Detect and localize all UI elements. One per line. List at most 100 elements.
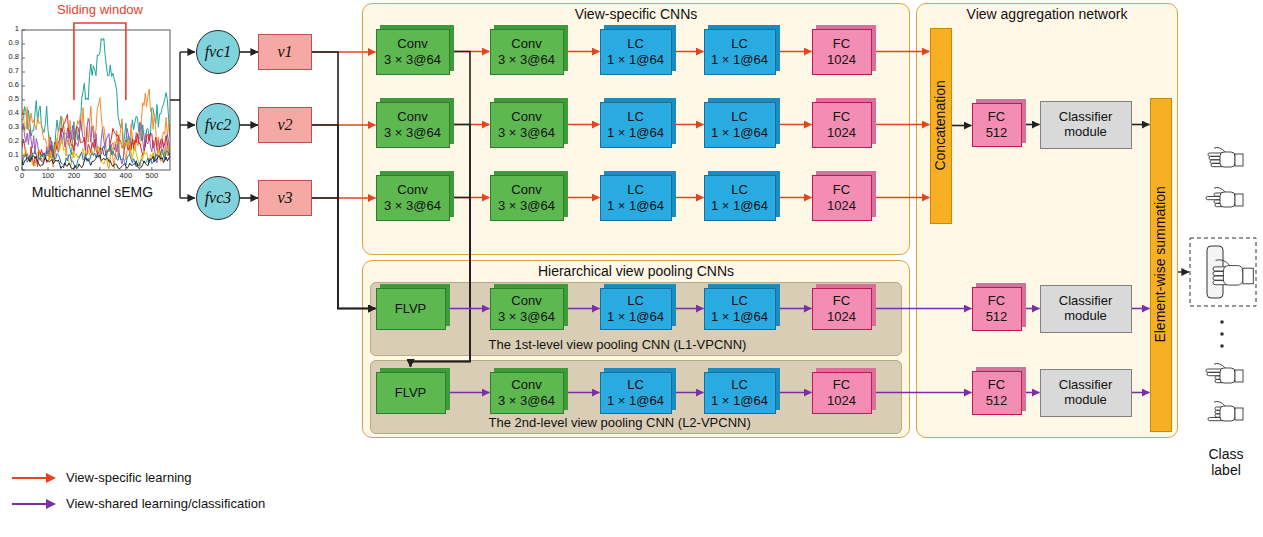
node-text: 1 × 1@64 xyxy=(711,125,768,141)
fc-layer-box: FC512 xyxy=(972,103,1022,147)
node-text: FC xyxy=(833,109,850,125)
conv-layer-box: Conv3 × 3@64 xyxy=(376,29,450,75)
connector-arrow xyxy=(411,198,471,367)
node-text: Conv xyxy=(511,377,541,393)
figure-label: Class label xyxy=(1196,446,1256,478)
lc-layer-box: LC1 × 1@64 xyxy=(600,175,672,221)
classifier-box: Classifier module xyxy=(1040,369,1132,417)
lc-layer-box: LC1 × 1@64 xyxy=(704,175,776,221)
lc-layer-box: LC1 × 1@64 xyxy=(600,29,672,75)
node-text: Conv xyxy=(511,36,541,52)
node-text: 1 × 1@64 xyxy=(711,52,768,68)
node-text: Conv xyxy=(511,293,541,309)
node-text: 3 × 3@64 xyxy=(498,393,555,409)
connector-arrow xyxy=(312,125,376,309)
node-text: fvc3 xyxy=(205,189,232,207)
node-text: 512 xyxy=(986,309,1008,325)
axis-tick xyxy=(151,167,152,170)
connector-arrow xyxy=(776,124,812,126)
pooling-band: FLVPConv3 × 3@64LC1 × 1@64LC1 × 1@64FC10… xyxy=(370,282,902,356)
hand-thumb xyxy=(1214,188,1225,193)
connector-arrow xyxy=(872,124,930,126)
node-text: 3 × 3@64 xyxy=(384,198,441,214)
axis-tick xyxy=(22,167,23,170)
axis-tick-label: 0.5 xyxy=(2,95,19,104)
branch-arrow xyxy=(180,51,195,52)
node-text: 3 × 3@64 xyxy=(384,52,441,68)
node-text: fvc2 xyxy=(205,116,232,134)
emg-trace xyxy=(22,155,170,169)
axis-tick xyxy=(22,30,25,31)
connector-arrow xyxy=(1022,392,1040,394)
node-text: 1 × 1@64 xyxy=(607,393,664,409)
hand-cuff xyxy=(1235,154,1243,166)
connector-arrow xyxy=(564,197,600,199)
conv-layer-box: Conv3 × 3@64 xyxy=(490,372,564,414)
node-text: FC xyxy=(833,377,850,393)
connector-arrow xyxy=(564,124,600,126)
connector-arrow xyxy=(672,51,704,53)
node-text: 3 × 3@64 xyxy=(498,198,555,214)
ellipsis-dot xyxy=(1220,320,1224,324)
connector-arrow xyxy=(1022,308,1040,310)
emg-trace xyxy=(22,89,170,169)
node-text: FC xyxy=(833,182,850,198)
axis-tick-label: 0.1 xyxy=(2,151,19,160)
hand-thumb xyxy=(1216,260,1230,266)
fc-layer-box: FC1024 xyxy=(812,102,872,148)
axis-tick-label: 500 xyxy=(140,172,164,181)
ellipsis-dot xyxy=(1220,332,1224,336)
hand-thumb xyxy=(1214,402,1225,407)
conv-layer-box: Conv3 × 3@64 xyxy=(490,102,564,148)
node-text: 1 × 1@64 xyxy=(711,393,768,409)
aggregation-bar: Concatenation xyxy=(930,28,952,224)
node-text: Conv xyxy=(397,36,427,52)
node-text: 1024 xyxy=(827,393,856,409)
node-text: FC xyxy=(988,293,1005,309)
axis-tick-label: 0 xyxy=(10,172,34,181)
axis-tick-label: 0 xyxy=(2,165,19,174)
hand-palm xyxy=(1220,192,1235,207)
axis-tick-label: 0.8 xyxy=(2,53,19,62)
axis-tick xyxy=(47,167,48,170)
connector-arrow xyxy=(672,197,704,199)
node-text: Concatenation xyxy=(932,80,949,170)
emg-plot xyxy=(22,23,170,170)
classifier-box: Classifier module xyxy=(1040,285,1132,333)
axis-tick-label: 0.6 xyxy=(2,81,19,90)
legend-sample-head xyxy=(46,499,56,509)
node-text: 1 × 1@64 xyxy=(607,309,664,325)
connector-arrow xyxy=(564,308,600,310)
connector-arrow xyxy=(312,198,376,309)
axis-tick xyxy=(22,156,25,157)
connector-arrow xyxy=(672,308,704,310)
fc-layer-box: FC512 xyxy=(972,371,1022,415)
fc-layer-box: FC1024 xyxy=(812,372,872,414)
node-text: Conv xyxy=(397,182,427,198)
node-text: LC xyxy=(731,293,748,309)
node-text: 1 × 1@64 xyxy=(711,198,768,214)
node-text: View aggregation network xyxy=(917,6,1177,23)
conv-layer-box: Conv3 × 3@64 xyxy=(490,288,564,330)
plot-frame xyxy=(22,30,170,170)
sliding-window-bracket xyxy=(74,23,126,100)
connector-arrow xyxy=(1132,392,1150,394)
node-text: LC xyxy=(731,36,748,52)
lc-layer-box: LC1 × 1@64 xyxy=(600,372,672,414)
lc-layer-box: LC1 × 1@64 xyxy=(704,102,776,148)
hand-cuff xyxy=(1235,194,1243,206)
legend-sample-line xyxy=(12,503,48,505)
connector-arrow xyxy=(411,52,471,367)
node-text: fvc1 xyxy=(205,43,232,61)
axis-tick xyxy=(99,167,100,170)
node-text: 512 xyxy=(986,125,1008,141)
hand-icon xyxy=(1213,260,1253,285)
hand-thumb xyxy=(1214,148,1225,153)
node-text: v2 xyxy=(277,116,292,134)
axis-tick xyxy=(22,170,25,171)
axis-tick-label: 300 xyxy=(88,172,112,181)
aggregation-bar: Element-wise summation xyxy=(1150,98,1172,432)
node-text: 3 × 3@64 xyxy=(498,309,555,325)
axis-tick xyxy=(73,167,74,170)
connector-arrow xyxy=(411,125,471,367)
